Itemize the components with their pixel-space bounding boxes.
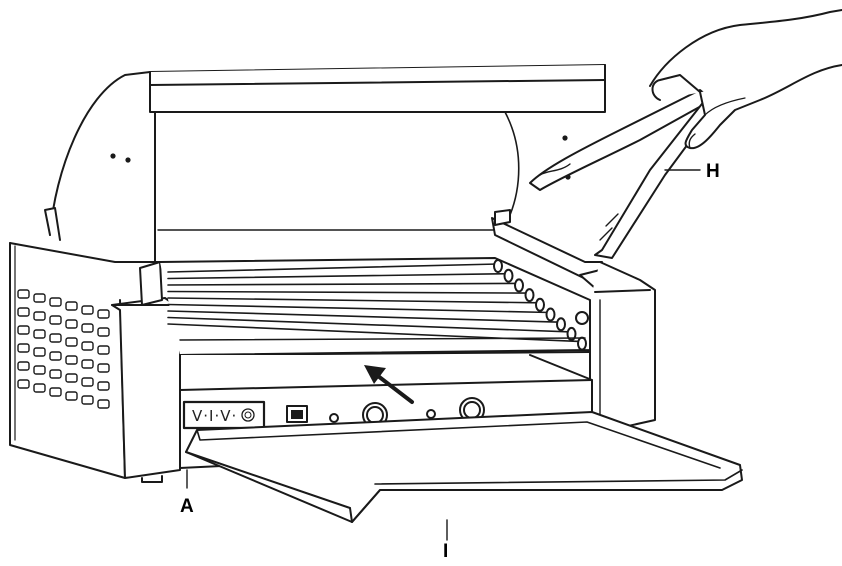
roller-end-cap [535, 297, 545, 312]
vent-slot [33, 329, 46, 339]
vent-slot [81, 341, 94, 351]
roller-end-cap [566, 326, 577, 341]
right-side-assembly [491, 209, 656, 431]
vent-slot [81, 377, 94, 387]
vent-slot [81, 359, 94, 369]
vent-slot [33, 293, 46, 303]
callout-i-label: I [443, 541, 448, 561]
raised-lid [44, 64, 606, 271]
roller [167, 263, 499, 273]
vent-slot [33, 383, 46, 393]
brand-label: V·I·V· [192, 407, 237, 425]
vent-slot [97, 399, 110, 409]
left-side-panel [9, 242, 161, 479]
vent-slot [17, 307, 30, 317]
rollers [167, 259, 587, 351]
tongs-in-hand [529, 9, 842, 259]
vent-slot [49, 369, 62, 379]
indicator-light-2 [426, 409, 436, 419]
vent-slot [65, 337, 78, 347]
vent-slot [97, 309, 110, 319]
vent-slot [65, 355, 78, 365]
vent-slot [49, 333, 62, 343]
roller [167, 282, 520, 286]
roller-end-cap [524, 288, 535, 303]
vent-slot [33, 365, 46, 375]
vent-slot [17, 379, 30, 389]
vent-slot [97, 381, 110, 391]
brand-logo-icon [241, 408, 255, 422]
callout-leaders [186, 169, 701, 541]
vent-slot [81, 323, 94, 333]
vent-slot [49, 387, 62, 397]
left-front-pillar [111, 261, 181, 483]
roller-bed [159, 257, 591, 356]
vent-slot [33, 347, 46, 357]
vent-slot [49, 297, 62, 307]
roller [167, 310, 562, 323]
vent-slot [65, 373, 78, 383]
roller [167, 290, 531, 294]
insert-direction-arrow [364, 365, 414, 404]
vent-slot [17, 325, 30, 335]
vent-slot [81, 305, 94, 315]
vent-slot [65, 391, 78, 401]
vent-slot [17, 289, 30, 299]
vent-slot [65, 319, 78, 329]
vent-slot [81, 395, 94, 405]
vent-slot [17, 343, 30, 353]
roller-end-cap [493, 259, 503, 273]
vent-slot [97, 363, 110, 373]
roller [167, 272, 510, 280]
drip-tray [185, 411, 743, 523]
indicator-light [329, 413, 339, 423]
vent-slot [49, 351, 62, 361]
vent-slots [17, 289, 110, 409]
vent-slot [65, 301, 78, 311]
roller-end-cap [577, 336, 587, 351]
vent-slot [49, 315, 62, 325]
callout-a-label: A [180, 496, 194, 517]
vent-slot [33, 311, 46, 321]
roller-end-cap [503, 268, 514, 283]
callout-h-label: H [706, 161, 720, 182]
roller-end-cap [514, 278, 524, 293]
roller [167, 316, 573, 333]
roller [167, 303, 552, 314]
roller-end-cap [556, 317, 566, 332]
roller-end-cap [545, 307, 556, 322]
vent-slot [17, 361, 30, 371]
vent-slot [97, 345, 110, 355]
vent-slot [97, 327, 110, 337]
roller [167, 297, 541, 304]
